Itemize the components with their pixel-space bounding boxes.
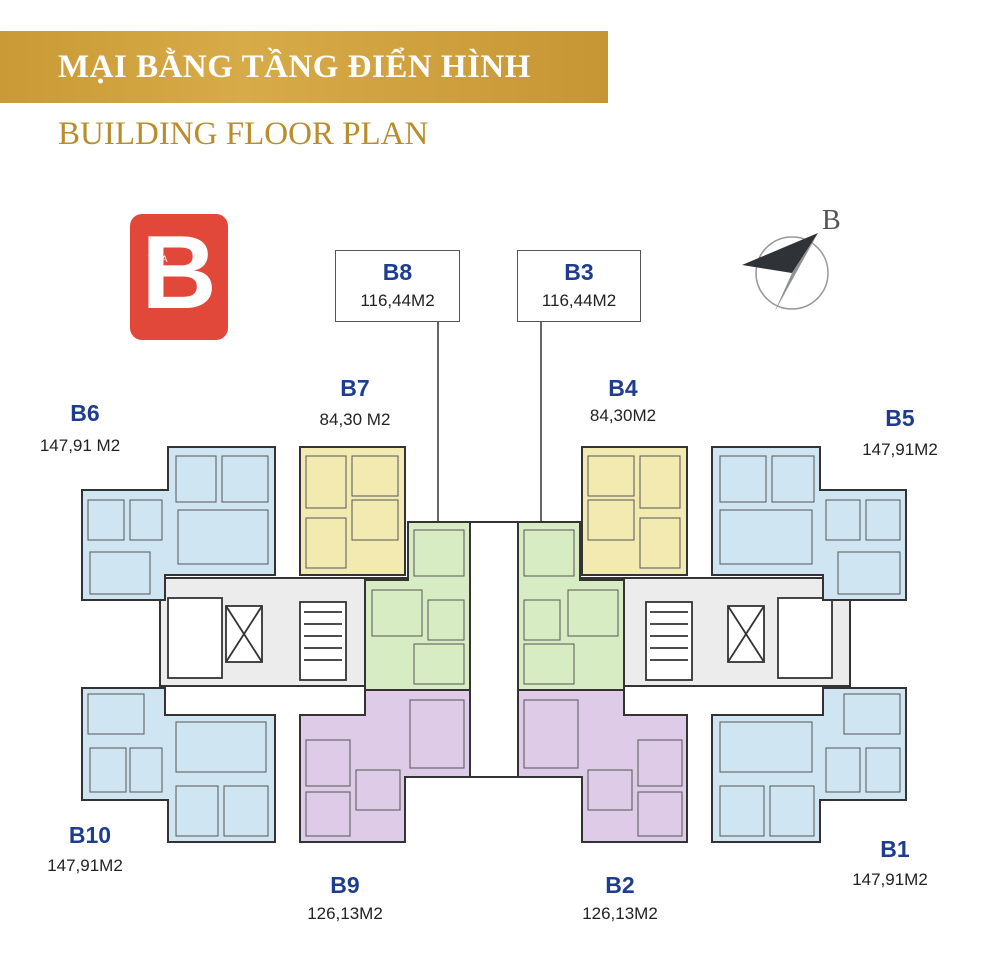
unit-b6-plan <box>81 446 276 601</box>
unit-b1-plan <box>711 687 907 843</box>
b8-callout: B8 116,44M2 <box>335 250 460 322</box>
b3-callout: B3 116,44M2 <box>517 250 641 322</box>
unit-b2-name: B2 <box>605 872 635 898</box>
unit-b7-area: 84,30 M2 <box>319 410 391 429</box>
unit-b3-plan <box>517 521 625 691</box>
title-banner: MẠI BẰNG TẦNG ĐIỂN HÌNH <box>0 31 608 103</box>
unit-b10-plan <box>81 687 276 843</box>
unit-b9-area: 126,13M2 <box>307 904 383 923</box>
tower-letter: B <box>141 215 217 331</box>
unit-b4-plan <box>581 446 688 576</box>
unit-b4-area: 84,30M2 <box>589 406 657 425</box>
unit-b6-name: B6 <box>70 400 100 426</box>
unit-b8-name: B8 <box>382 259 413 285</box>
unit-b9-plan <box>299 689 471 843</box>
unit-b5-name: B5 <box>885 405 915 431</box>
unit-b9-name: B9 <box>330 872 360 898</box>
unit-b1-area: 147,91M2 <box>852 870 928 889</box>
unit-b7-name: B7 <box>340 375 370 401</box>
unit-b3-area: 116,44M2 <box>541 291 617 310</box>
compass-icon <box>742 233 829 313</box>
page-title: MẠI BẰNG TẦNG ĐIỂN HÌNH <box>58 49 531 85</box>
elevator-core-right <box>645 597 833 681</box>
unit-b8-plan <box>364 521 471 691</box>
unit-b2-plan <box>517 689 688 843</box>
elevator-core-left <box>167 597 347 681</box>
unit-b2-area: 126,13M2 <box>582 904 658 923</box>
unit-b5-plan <box>711 446 907 601</box>
unit-b6-area: 147,91 M2 <box>39 436 121 455</box>
compass-label: B <box>822 205 841 236</box>
tower-prefix: TÒA <box>148 254 169 264</box>
unit-b7-plan <box>299 446 406 576</box>
unit-b8-area: 116,44M2 <box>360 291 435 310</box>
unit-b3-name: B3 <box>564 259 594 285</box>
tower-logo: B TÒA <box>130 214 228 340</box>
page-subtitle: BUILDING FLOOR PLAN <box>58 116 429 152</box>
unit-b10-name: B10 <box>68 822 112 848</box>
unit-b5-area: 147,91M2 <box>862 440 938 459</box>
unit-b4-name: B4 <box>608 375 638 401</box>
unit-b10-area: 147,91M2 <box>47 856 123 875</box>
unit-b1-name: B1 <box>880 836 910 862</box>
